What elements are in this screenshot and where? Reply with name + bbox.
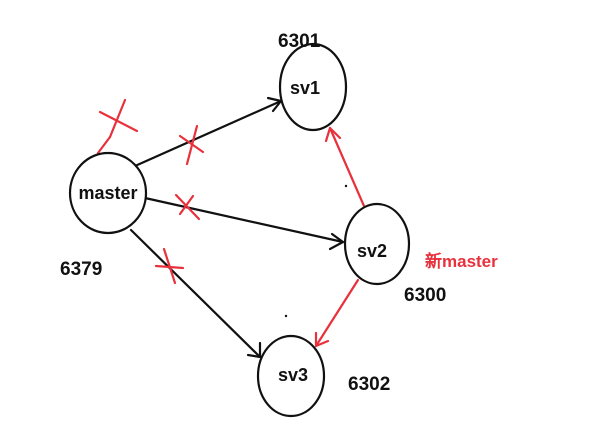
edge-master-sv3 xyxy=(129,228,262,359)
arrowhead-sv3 xyxy=(246,341,262,359)
dot-near-sv3 xyxy=(284,314,288,318)
port-sv3: 6302 xyxy=(348,374,390,395)
edge-sv2-sv1 xyxy=(328,126,366,208)
edge-sv2-sv3 xyxy=(314,278,360,348)
cross-mark-edge-sv2 xyxy=(174,193,201,221)
node-sv3 xyxy=(256,334,326,418)
edge-master-sv1 xyxy=(133,99,283,168)
new-master-edges xyxy=(314,126,366,348)
dot-near-sv2 xyxy=(344,184,348,188)
new-master-label: 新master xyxy=(425,251,498,271)
node-sv3-label: sv3 xyxy=(278,365,308,385)
port-sv2: 6300 xyxy=(404,285,446,306)
node-sv2 xyxy=(343,202,411,286)
port-sv1: 6301 xyxy=(278,31,321,52)
master-edges xyxy=(129,96,345,359)
cross-mark-edge-sv1 xyxy=(178,124,205,166)
node-sv1-label: sv1 xyxy=(290,78,320,98)
node-sv2-label: sv2 xyxy=(357,241,387,261)
node-master-label: master xyxy=(78,183,137,203)
node-master xyxy=(68,151,148,235)
node-sv1 xyxy=(278,42,348,132)
cross-marks xyxy=(96,98,205,285)
cross-mark-edge-sv3 xyxy=(154,247,185,285)
arrowhead-red-sv3 xyxy=(314,331,330,348)
stray-dots xyxy=(284,184,348,318)
edge-master-sv2 xyxy=(143,196,345,244)
nodes xyxy=(68,42,411,418)
cross-mark-master xyxy=(96,98,139,155)
arrowhead-red-sv1 xyxy=(324,126,342,143)
port-master: 6379 xyxy=(60,259,102,280)
arrowhead-sv2 xyxy=(328,232,345,251)
